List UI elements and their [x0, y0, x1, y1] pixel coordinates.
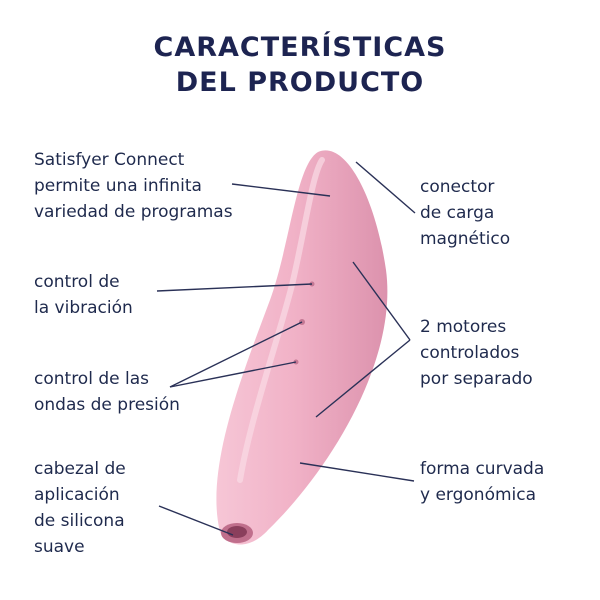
label-line: permite una infinita [34, 176, 202, 196]
label-line: conector [420, 177, 495, 197]
label-line: Satisfyer Connect [34, 150, 185, 170]
device-body [216, 150, 388, 545]
page-title: CARACTERÍSTICAS DEL PRODUCTO [0, 30, 600, 100]
line-head [158, 505, 234, 536]
label-line: control de [34, 272, 120, 292]
label-line: y ergonómica [420, 485, 537, 505]
line-app [231, 183, 331, 197]
line-motors-a [352, 261, 411, 341]
label-line: controlados [420, 343, 520, 363]
label-line: suave [34, 537, 85, 557]
label-curved-shape: forma curvada y ergonómica [420, 456, 544, 508]
label-line: por separado [420, 369, 533, 389]
label-line: ondas de presión [34, 395, 180, 415]
label-line: aplicación [34, 485, 120, 505]
title-line-1: CARACTERÍSTICAS [153, 32, 447, 63]
label-pressure-control: control de las ondas de presión [34, 366, 180, 418]
label-line: forma curvada [420, 459, 545, 479]
label-vibration-control: control de la vibración [34, 269, 133, 321]
label-magnetic-charger: conector de carga magnético [420, 174, 510, 252]
label-app-programs: Satisfyer Connect permite una infinita v… [34, 147, 233, 225]
device-highlight [237, 157, 325, 483]
label-line: 2 motores [420, 317, 507, 337]
label-line: cabezal de [34, 459, 126, 479]
label-line: control de las [34, 369, 149, 389]
line-vibration [156, 283, 313, 292]
label-line: magnético [420, 229, 511, 249]
label-line: de silicona [34, 511, 125, 531]
label-two-motors: 2 motores controlados por separado [420, 314, 533, 392]
label-silicone-head: cabezal de aplicación de silicona suave [34, 456, 126, 560]
head-opening-inner [227, 526, 247, 538]
label-line: la vibración [34, 298, 133, 318]
label-line: variedad de programas [34, 202, 233, 222]
line-motors-b [315, 339, 411, 418]
line-pressure-b [169, 361, 297, 388]
line-shape [299, 462, 415, 482]
label-line: de carga [420, 203, 495, 223]
title-line-2: DEL PRODUCTO [175, 67, 425, 98]
line-pressure-a [169, 321, 303, 388]
line-charger [355, 161, 416, 214]
